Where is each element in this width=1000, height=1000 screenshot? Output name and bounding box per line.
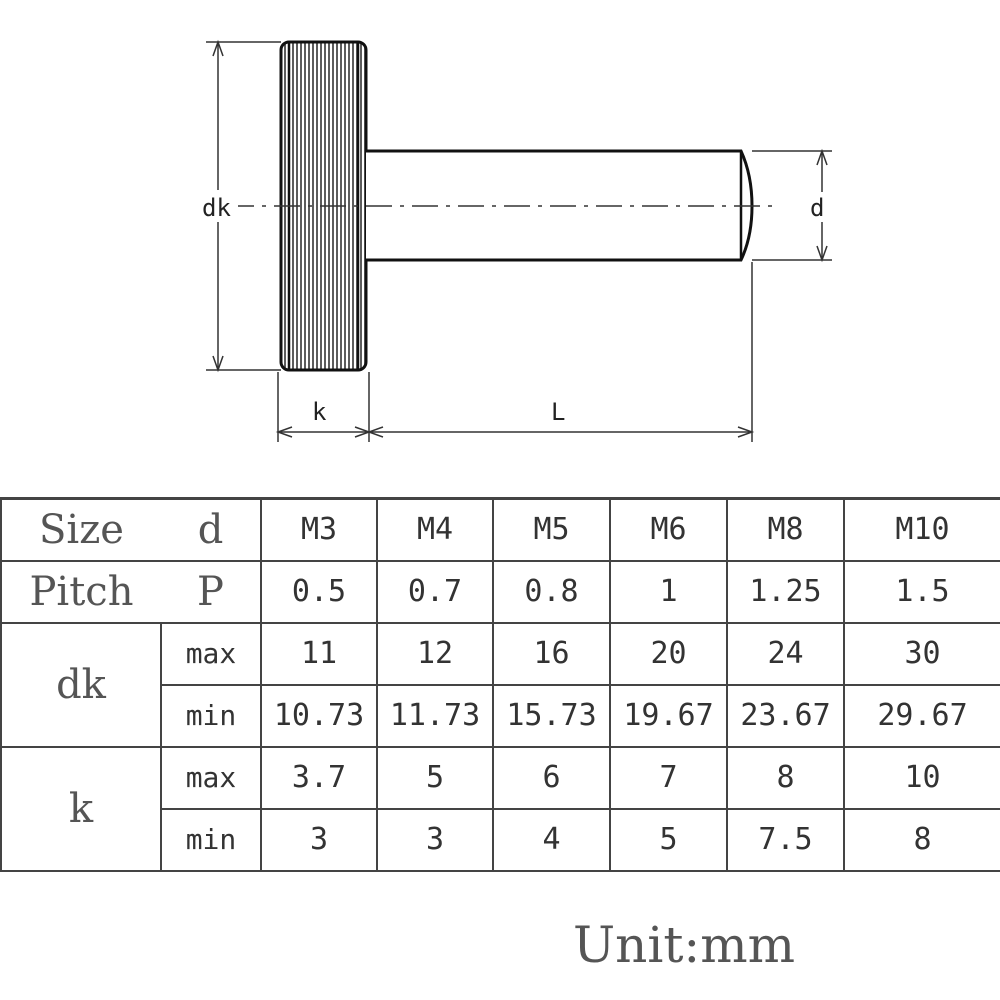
dk-min-cell: 29.67 <box>843 683 1000 748</box>
dk-max-cell: 16 <box>492 621 611 686</box>
k-min-cell: 4 <box>492 807 611 872</box>
max-label: max <box>160 745 262 810</box>
dk-min-row: min 10.73 11.73 15.73 19.67 23.67 29.67 <box>1 683 1000 748</box>
dk-max-cell: 24 <box>726 621 845 686</box>
pitch-cell: 1.5 <box>843 559 1000 624</box>
k-max-cell: 7 <box>609 745 728 810</box>
thumb-screw-drawing: dk d k L <box>198 39 836 442</box>
k-label: k <box>312 398 327 426</box>
k-row-label: k <box>0 745 162 872</box>
max-label: max <box>160 621 262 686</box>
dk-max-row: dk max 11 12 16 20 24 30 <box>0 621 1000 748</box>
size-cell: M8 <box>726 497 845 562</box>
pitch-cell: 0.5 <box>260 559 378 624</box>
pitch-label: Pitch <box>0 559 161 624</box>
k-min-cell: 3 <box>260 807 378 872</box>
k-min-cell: 8 <box>843 807 1000 872</box>
d-dimension <box>752 148 832 263</box>
pitch-symbol: P <box>161 559 262 624</box>
dk-label: dk <box>202 194 231 222</box>
size-symbol: d <box>161 497 262 562</box>
k-max-cell: 5 <box>376 745 494 810</box>
pitch-cell: 0.7 <box>376 559 494 624</box>
dk-row-label: dk <box>0 621 162 748</box>
k-min-cell: 7.5 <box>726 807 845 872</box>
d-label: d <box>810 194 824 222</box>
size-row: Size d M3 M4 M5 M6 M8 M10 <box>0 497 1000 562</box>
k-min-cell: 5 <box>609 807 728 872</box>
k-max-cell: 10 <box>843 745 1000 810</box>
pitch-row: Pitch P 0.5 0.7 0.8 1 1.25 1.5 <box>0 559 1000 624</box>
unit-label: Unit:mm <box>573 916 796 974</box>
dk-max-cell: 11 <box>260 621 378 686</box>
k-min-cell: 3 <box>376 807 494 872</box>
dk-min-cell: 19.67 <box>609 683 728 748</box>
dk-min-cell: 15.73 <box>492 683 611 748</box>
k-max-cell: 8 <box>726 745 845 810</box>
size-cell: M3 <box>260 497 378 562</box>
size-label: Size <box>0 497 161 562</box>
dk-max-cell: 12 <box>376 621 494 686</box>
pitch-cell: 1 <box>609 559 728 624</box>
dk-min-cell: 10.73 <box>260 683 378 748</box>
k-L-dimension <box>275 262 755 442</box>
dk-min-cell: 23.67 <box>726 683 845 748</box>
spec-table: Size d M3 M4 M5 M6 M8 M10 Pitch P 0.5 0.… <box>0 497 1000 872</box>
L-label: L <box>551 398 565 426</box>
pitch-cell: 1.25 <box>726 559 845 624</box>
size-cell: M4 <box>376 497 494 562</box>
pitch-cell: 0.8 <box>492 559 611 624</box>
size-cell: M10 <box>843 497 1000 562</box>
dk-max-cell: 30 <box>843 621 1000 686</box>
k-max-row: k max 3.7 5 6 7 8 10 <box>0 745 1000 872</box>
size-cell: M6 <box>609 497 728 562</box>
k-max-cell: 3.7 <box>260 745 378 810</box>
size-cell: M5 <box>492 497 611 562</box>
dk-max-cell: 20 <box>609 621 728 686</box>
k-max-cell: 6 <box>492 745 611 810</box>
min-label: min <box>160 807 262 872</box>
dk-min-cell: 11.73 <box>376 683 494 748</box>
min-label: min <box>160 683 262 748</box>
